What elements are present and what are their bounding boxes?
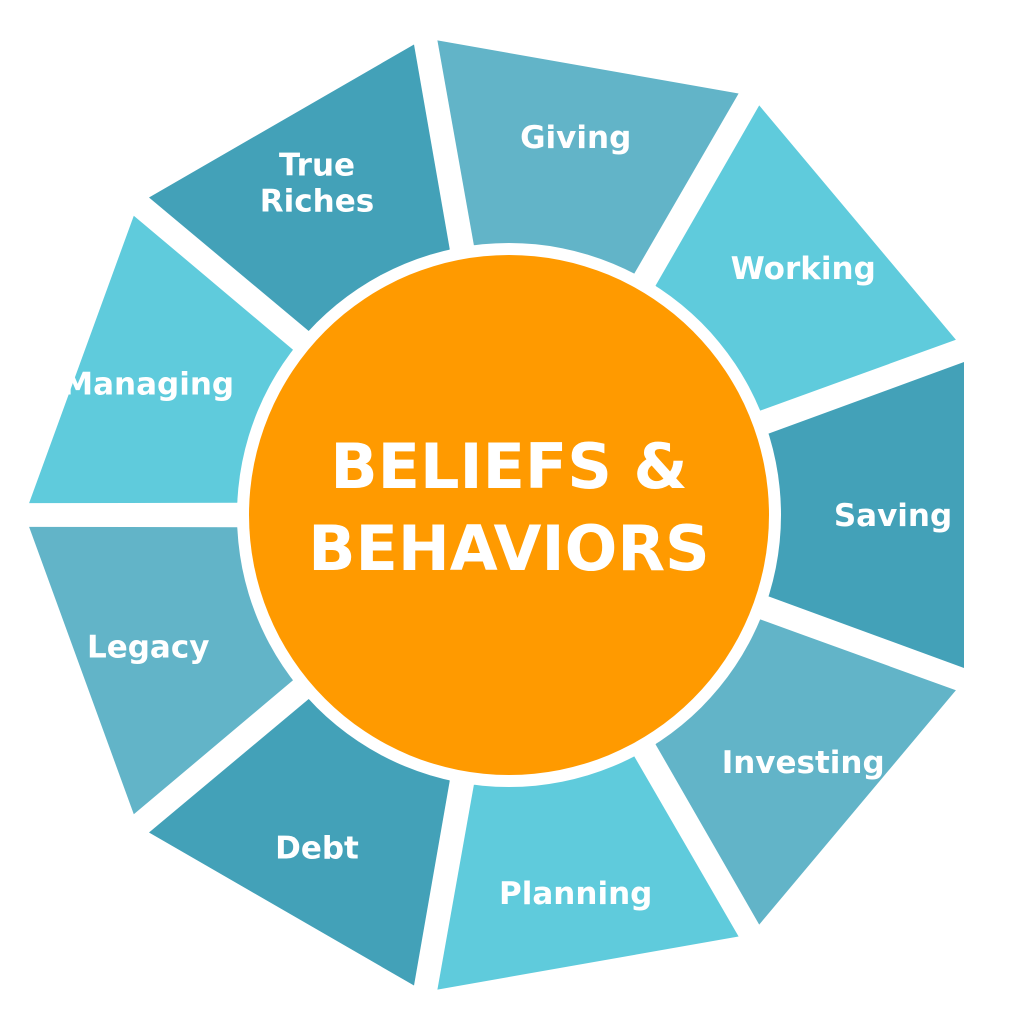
segment-label-saving: Saving — [834, 498, 952, 534]
segment-label-legacy: Legacy — [87, 629, 209, 665]
segment-debt — [149, 699, 450, 986]
segment-planning — [437, 756, 739, 990]
center-title-line-1: BELIEFS & — [330, 430, 687, 503]
segment-label-line: Debt — [275, 831, 359, 867]
segment-label-line: Investing — [722, 745, 885, 781]
segment-label-line: Planning — [499, 876, 652, 912]
segment-working — [655, 105, 956, 411]
segment-label-line: Legacy — [87, 629, 209, 665]
center-circle — [249, 255, 769, 775]
segment-label-line: Managing — [62, 367, 234, 403]
segment-label-debt: Debt — [275, 831, 359, 867]
segment-managing — [29, 215, 293, 504]
center-title-line-2: BEHAVIORS — [308, 512, 709, 585]
segment-true-riches — [149, 44, 450, 331]
segment-label-line: Giving — [520, 120, 631, 156]
segment-label-investing: Investing — [722, 745, 885, 781]
segment-label-giving: Giving — [520, 120, 631, 156]
segment-label-line: Riches — [260, 183, 374, 219]
segment-investing — [655, 619, 956, 925]
segment-label-line: True — [279, 147, 355, 183]
segment-label-line: Saving — [834, 498, 952, 534]
segment-giving — [437, 40, 739, 274]
wheel-segments — [29, 40, 964, 990]
segment-saving — [768, 362, 964, 668]
segment-label-managing: Managing — [62, 367, 234, 403]
segment-label-line: Working — [731, 251, 876, 287]
segment-label-working: Working — [731, 251, 876, 287]
segment-label-planning: Planning — [499, 876, 652, 912]
segment-legacy — [29, 526, 293, 815]
